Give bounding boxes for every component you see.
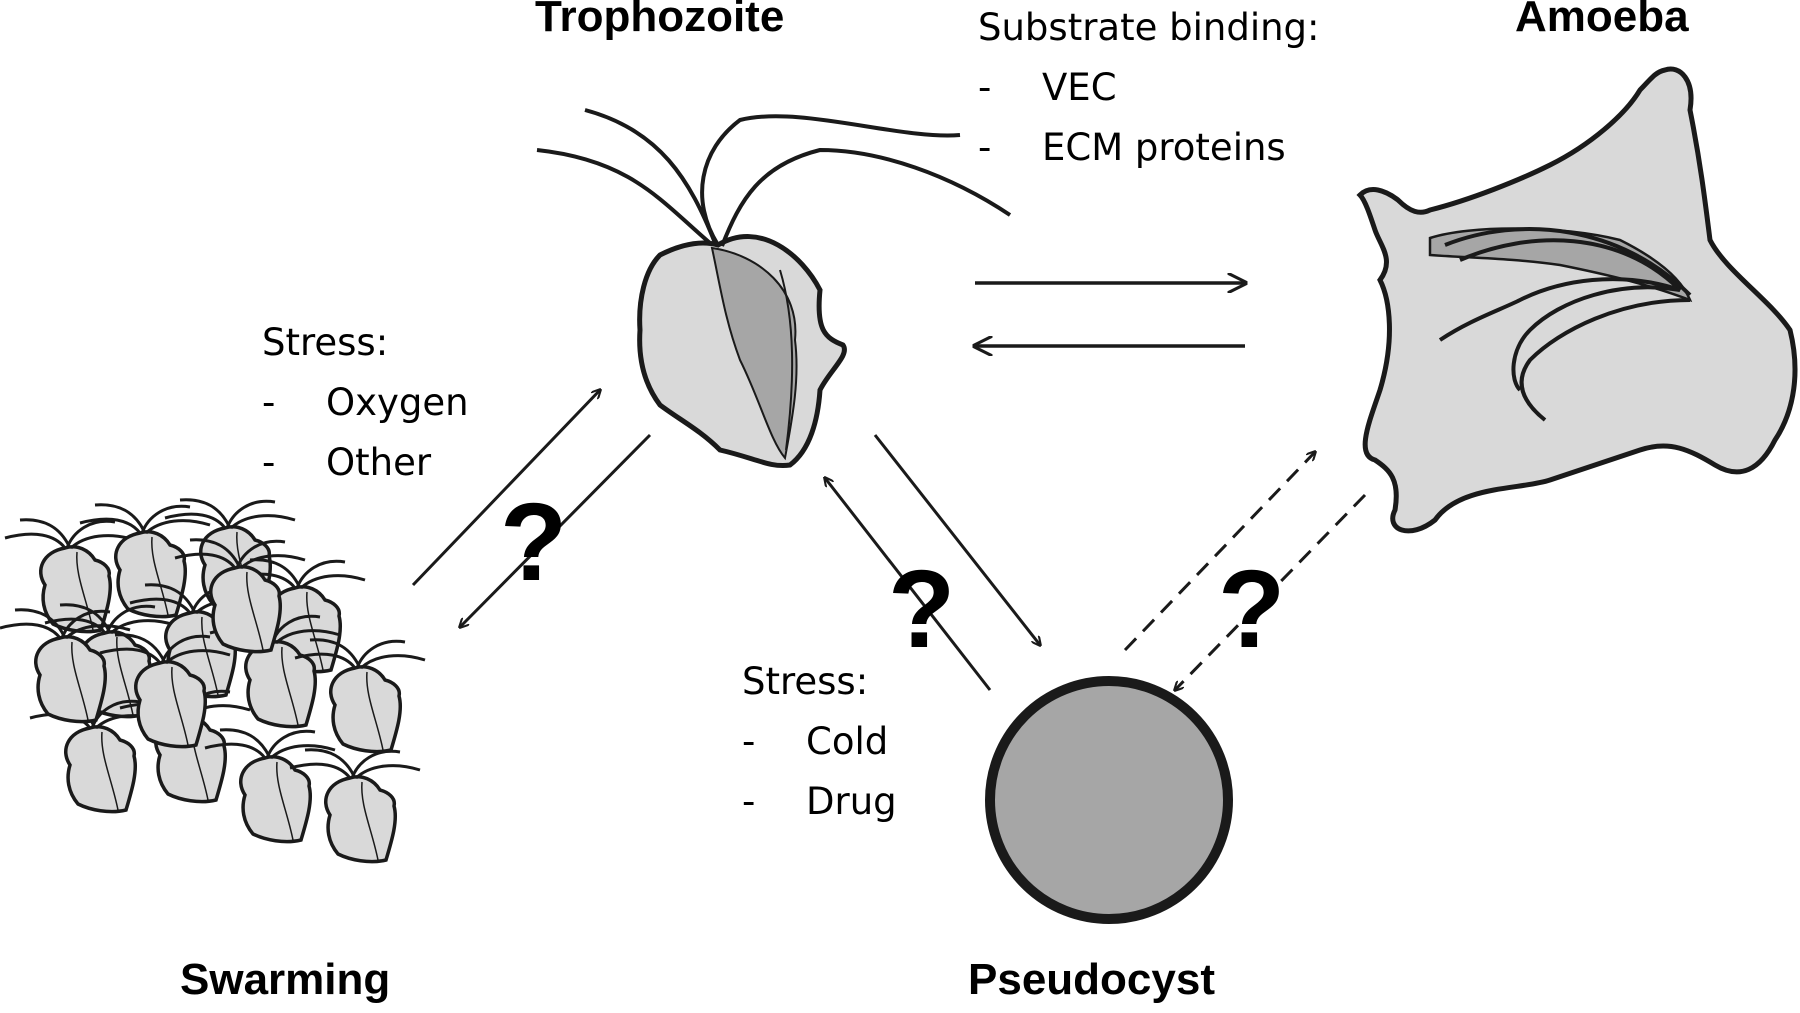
arrow-trophozoite-to-pseudocyst: [873, 434, 1040, 645]
amoeba-title: Amoeba: [1515, 0, 1689, 41]
list-item-text: ECM proteins: [1042, 126, 1286, 169]
stress-swarming-block: Stress: - Oxygen - Other: [262, 313, 469, 493]
list-item-text: VEC: [1042, 66, 1117, 109]
dashed-arrow-pseudocyst-to-amoeba: [1123, 452, 1315, 652]
pseudocyst-title: Pseudocyst: [968, 955, 1215, 1004]
trophozoite-cell-illustration: [536, 108, 1012, 469]
stress-list: - Cold - Drug: [742, 712, 897, 832]
list-item-text: Drug: [806, 780, 897, 823]
arrow-swarming-to-trophozoite: [411, 390, 600, 587]
list-dash: -: [262, 381, 276, 424]
list-item: - VEC: [978, 58, 1320, 118]
stress-pseudocyst-block: Stress: - Cold - Drug: [742, 652, 897, 832]
list-item: - Cold: [742, 712, 897, 772]
amoeba-cell-illustration: [1356, 66, 1798, 534]
unknown-transition-mark-swarming: ?: [500, 481, 568, 604]
swarming-cluster-illustration: [0, 497, 427, 864]
arrow-pseudocyst-to-trophozoite: [825, 478, 992, 691]
substrate-binding-list: - VEC - ECM proteins: [978, 58, 1320, 178]
list-item-text: Other: [326, 441, 432, 484]
list-dash: -: [978, 126, 992, 169]
list-dash: -: [742, 720, 756, 763]
trophozoite-title: Trophozoite: [535, 0, 785, 41]
unknown-transition-mark-pseudocyst: ?: [888, 548, 956, 671]
list-item: - Drug: [742, 772, 897, 832]
dashed-arrow-amoeba-to-pseudocyst: [1175, 493, 1367, 690]
list-item: - Oxygen: [262, 373, 469, 433]
list-item: - Other: [262, 433, 469, 493]
pseudocyst-illustration: [985, 676, 1233, 924]
list-dash: -: [742, 780, 756, 823]
list-dash: -: [978, 66, 992, 109]
stress-list: - Oxygen - Other: [262, 373, 469, 493]
arrow-trophozoite-to-swarming: [460, 433, 652, 627]
list-item: - ECM proteins: [978, 118, 1320, 178]
substrate-binding-block: Substrate binding: - VEC - ECM proteins: [978, 0, 1320, 178]
swarming-title: Swarming: [180, 955, 391, 1004]
stress-heading: Stress:: [742, 660, 869, 703]
stress-heading: Stress:: [262, 321, 389, 364]
list-item-text: Cold: [806, 720, 889, 763]
list-dash: -: [262, 441, 276, 484]
substrate-binding-heading: Substrate binding:: [978, 6, 1320, 49]
list-item-text: Oxygen: [326, 381, 469, 424]
unknown-transition-mark-amoeba: ?: [1218, 548, 1286, 671]
